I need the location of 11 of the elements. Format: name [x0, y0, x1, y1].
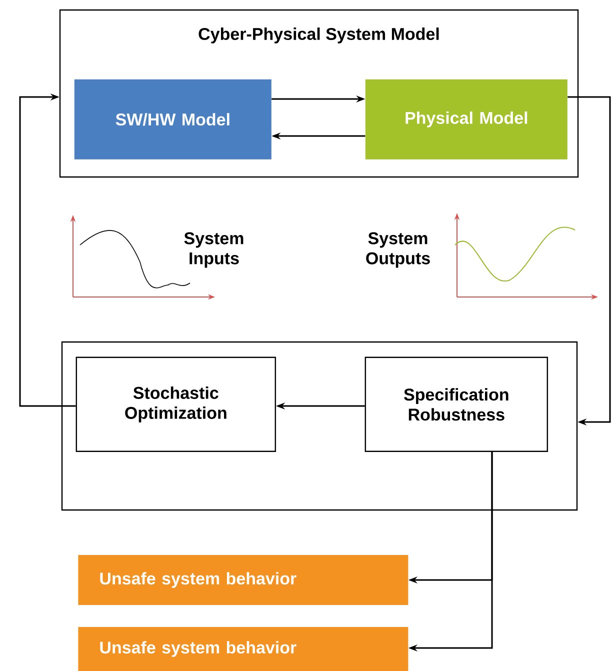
- axis-label: System Outputs: [366, 232, 430, 268]
- axis-label: System Inputs: [184, 232, 244, 268]
- process-box: Physical Model: [365, 79, 568, 160]
- output-box: Unsafe system behavior: [78, 555, 408, 605]
- arrow: [19, 94, 76, 407]
- output-box: Unsafe system behavior: [78, 627, 408, 671]
- process-box: Specification Robustness: [364, 356, 548, 452]
- process-box: SW/HW Model: [74, 79, 272, 160]
- process-box: Stochastic Optimization: [76, 356, 276, 452]
- arrow: [568, 96, 611, 426]
- heading: Cyber-Physical System Model: [198, 28, 439, 44]
